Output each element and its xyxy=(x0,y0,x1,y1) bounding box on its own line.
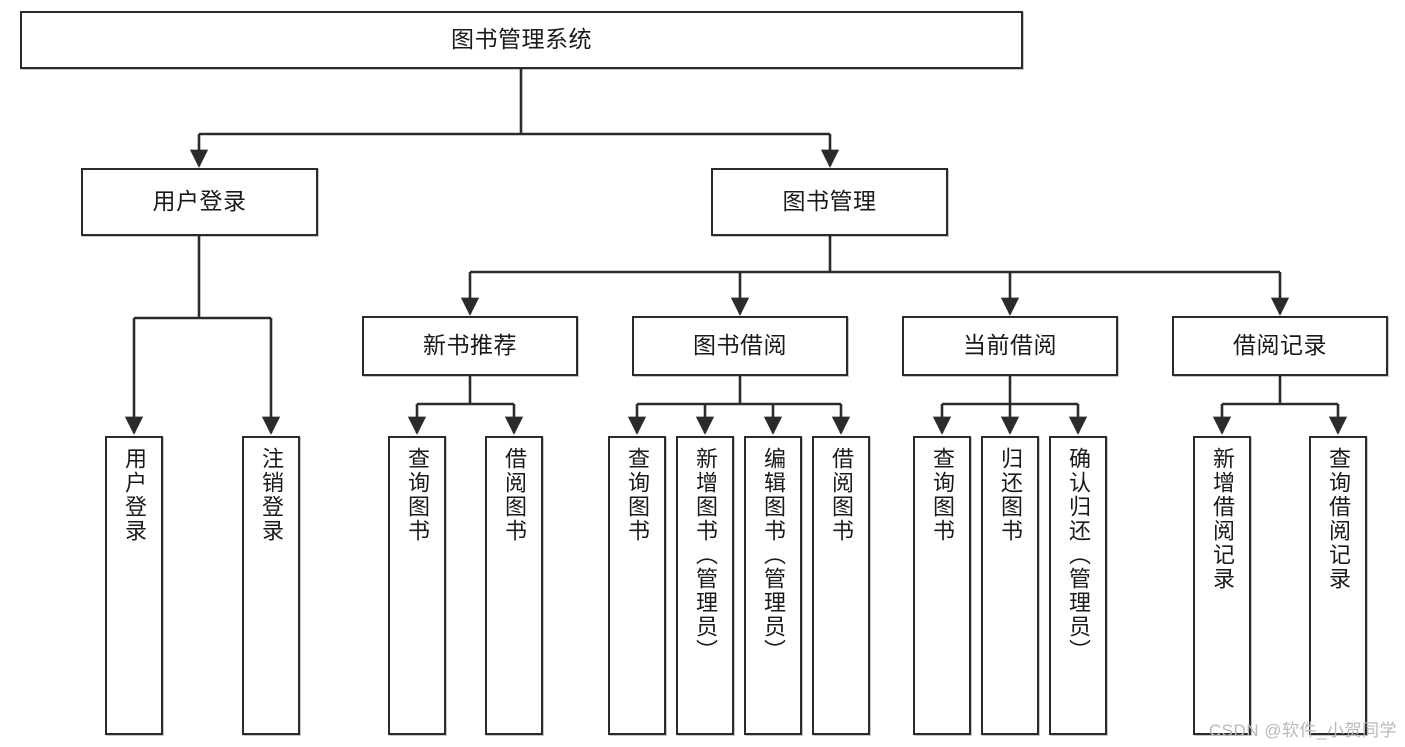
node-label: 借阅记录 xyxy=(1233,332,1327,359)
node-borrow-record[interactable]: 借阅记录 xyxy=(1172,316,1388,376)
leaf-book-borrow-edit-book-admin[interactable]: 编辑图书（管理员） xyxy=(744,436,802,735)
leaf-borrow-record-query-record[interactable]: 查询借阅记录 xyxy=(1309,436,1367,735)
node-label: 图书管理 xyxy=(782,188,877,215)
node-root-book-management-system[interactable]: 图书管理系统 xyxy=(20,11,1023,69)
node-label: 归还图书 xyxy=(998,447,1023,543)
leaf-new-book-query-book[interactable]: 查询图书 xyxy=(388,436,446,735)
node-book-management[interactable]: 图书管理 xyxy=(711,168,948,236)
node-label: 查询图书 xyxy=(625,447,650,543)
node-new-book-recommend[interactable]: 新书推荐 xyxy=(362,316,578,376)
node-label: 借阅图书 xyxy=(829,447,854,543)
leaf-book-borrow-add-book-admin[interactable]: 新增图书（管理员） xyxy=(676,436,734,735)
leaf-user-login-login[interactable]: 用户登录 xyxy=(105,436,163,735)
csdn-watermark: CSDN @软件_小贺同学 xyxy=(1208,721,1397,740)
node-label: 图书借阅 xyxy=(693,332,787,359)
node-label: 确认归还（管理员） xyxy=(1066,447,1091,663)
node-label: 用户登录 xyxy=(152,188,247,215)
leaf-user-login-logout[interactable]: 注销登录 xyxy=(242,436,300,735)
leaf-current-borrow-query-book[interactable]: 查询图书 xyxy=(913,436,971,735)
node-book-borrow[interactable]: 图书借阅 xyxy=(632,316,848,376)
leaf-current-borrow-confirm-return-admin[interactable]: 确认归还（管理员） xyxy=(1049,436,1107,735)
leaf-borrow-record-add-record[interactable]: 新增借阅记录 xyxy=(1193,436,1251,735)
node-label: 查询图书 xyxy=(405,447,430,543)
leaf-book-borrow-query-book[interactable]: 查询图书 xyxy=(608,436,666,735)
node-label: 新增借阅记录 xyxy=(1210,447,1235,591)
node-label: 新增图书（管理员） xyxy=(693,447,718,663)
node-label: 借阅图书 xyxy=(502,447,527,543)
node-label: 查询图书 xyxy=(930,447,955,543)
leaf-new-book-borrow-book[interactable]: 借阅图书 xyxy=(485,436,543,735)
node-label: 编辑图书（管理员） xyxy=(761,447,786,663)
node-label: 查询借阅记录 xyxy=(1326,447,1351,591)
node-user-login[interactable]: 用户登录 xyxy=(81,168,318,236)
leaf-book-borrow-borrow-book[interactable]: 借阅图书 xyxy=(812,436,870,735)
node-label: 图书管理系统 xyxy=(451,26,592,53)
node-label: 用户登录 xyxy=(122,447,147,543)
node-current-borrow[interactable]: 当前借阅 xyxy=(902,316,1118,376)
node-label: 当前借阅 xyxy=(963,332,1057,359)
node-label: 注销登录 xyxy=(259,447,284,543)
node-label: 新书推荐 xyxy=(423,332,517,359)
leaf-current-borrow-return-book[interactable]: 归还图书 xyxy=(981,436,1039,735)
